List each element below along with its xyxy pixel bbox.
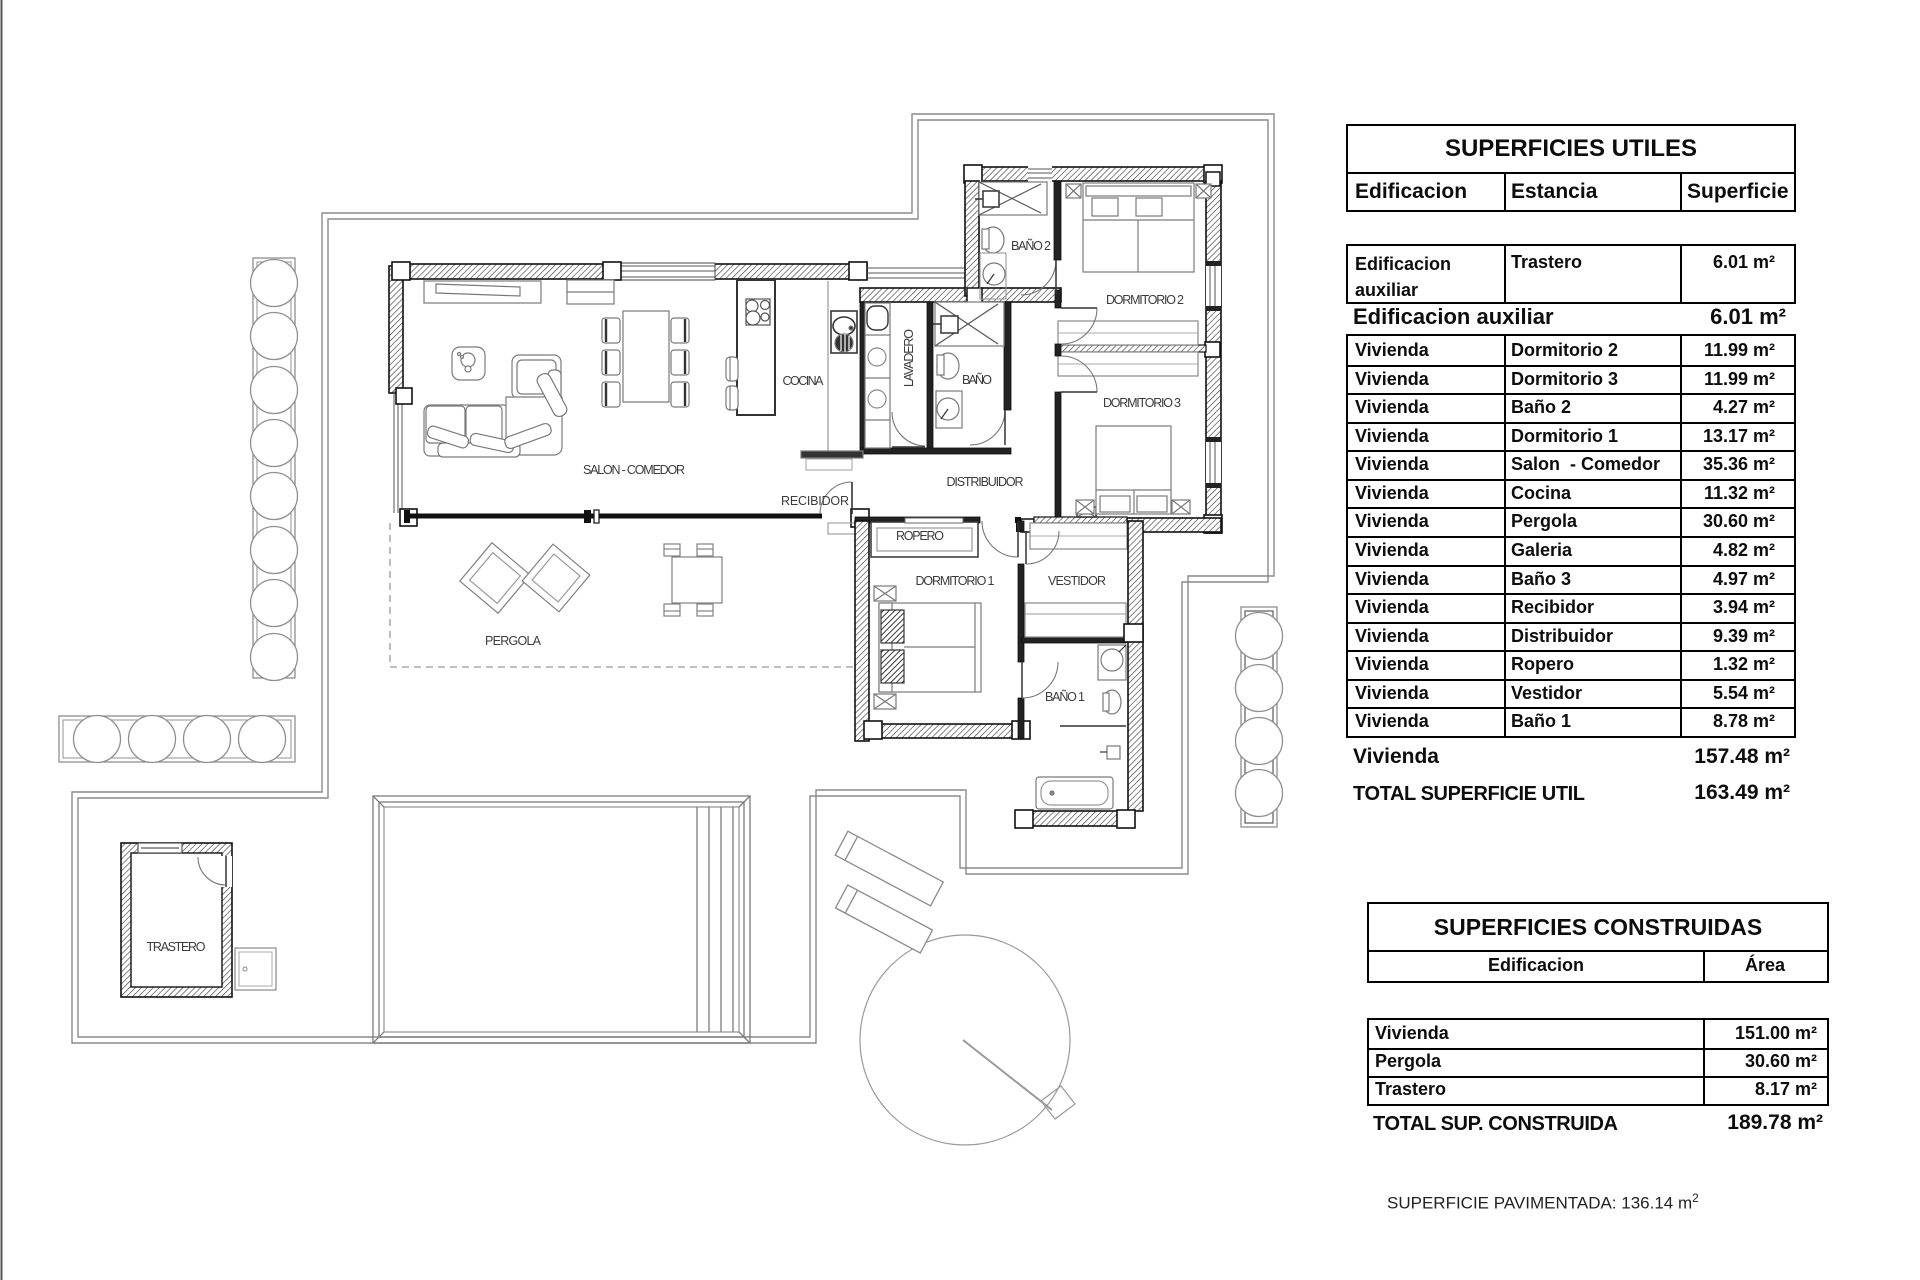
svg-text:VESTIDOR: VESTIDOR <box>1048 574 1106 588</box>
svg-text:DORMITORIO 1: DORMITORIO 1 <box>916 574 995 588</box>
svg-text:ROPERO: ROPERO <box>896 529 944 543</box>
svg-text:BAÑO 1: BAÑO 1 <box>1045 690 1085 704</box>
svg-text:COCINA: COCINA <box>783 374 825 388</box>
svg-text:RECIBIDOR: RECIBIDOR <box>781 494 849 508</box>
svg-text:DORMITORIO 3: DORMITORIO 3 <box>1103 396 1181 410</box>
svg-text:PERGOLA: PERGOLA <box>485 634 542 648</box>
svg-text:SALON - COMEDOR: SALON - COMEDOR <box>583 463 685 477</box>
svg-text:DORMITORIO 2: DORMITORIO 2 <box>1106 293 1184 307</box>
svg-text:LAVADERO: LAVADERO <box>902 329 916 387</box>
svg-text:BAÑO: BAÑO <box>962 373 992 387</box>
svg-text:BAÑO 2: BAÑO 2 <box>1011 239 1051 253</box>
svg-text:TRASTERO: TRASTERO <box>147 940 206 954</box>
svg-text:DISTRIBUIDOR: DISTRIBUIDOR <box>947 475 1024 489</box>
